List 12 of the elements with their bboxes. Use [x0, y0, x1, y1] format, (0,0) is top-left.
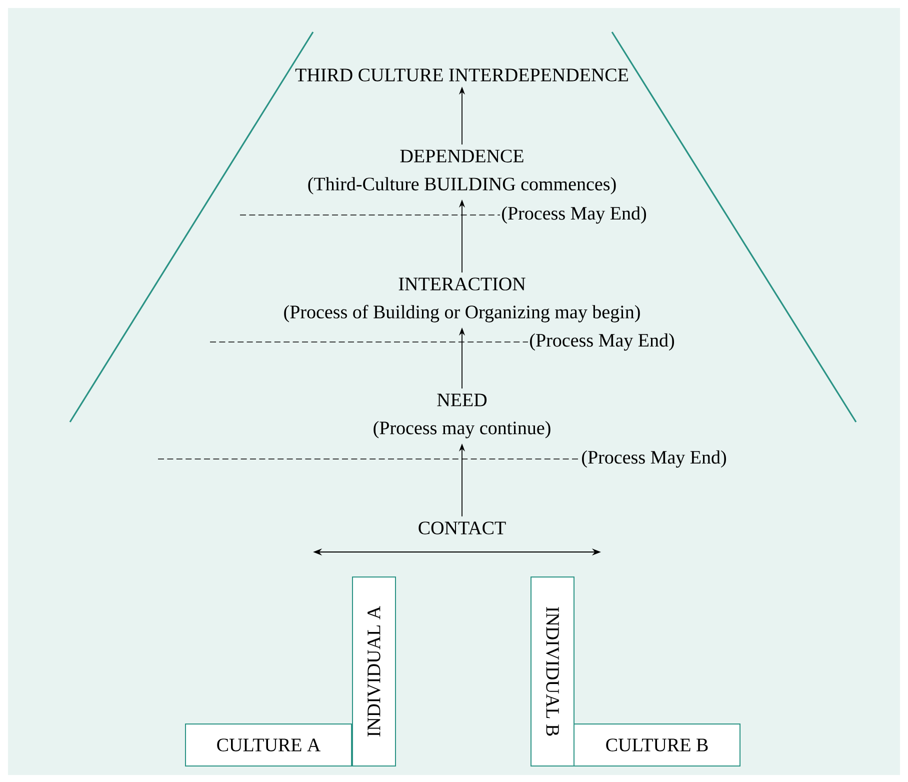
individual-box: INDIVIDUAL B [530, 576, 574, 766]
stage-label: INTERACTION (Process of Building or Organizing may begin) [284, 278, 640, 322]
stage-label: NEED (Process may continue) [374, 394, 550, 438]
note-label: (Process May End) [530, 333, 674, 351]
note-label: (Process May End) [502, 206, 646, 224]
stage-label: THIRD CULTURE INTERDEPENDENCE [295, 68, 628, 82]
culture-box: CULTURE A [185, 724, 352, 766]
individual-box: INDIVIDUAL A [352, 576, 396, 766]
note-label: (Process May End) [582, 450, 726, 468]
culture-box: CULTURE B [574, 724, 740, 766]
stage-label: DEPENDENCE (Third-Culture BUILDING commences) [308, 150, 616, 194]
stage-label: CONTACT [418, 522, 506, 534]
